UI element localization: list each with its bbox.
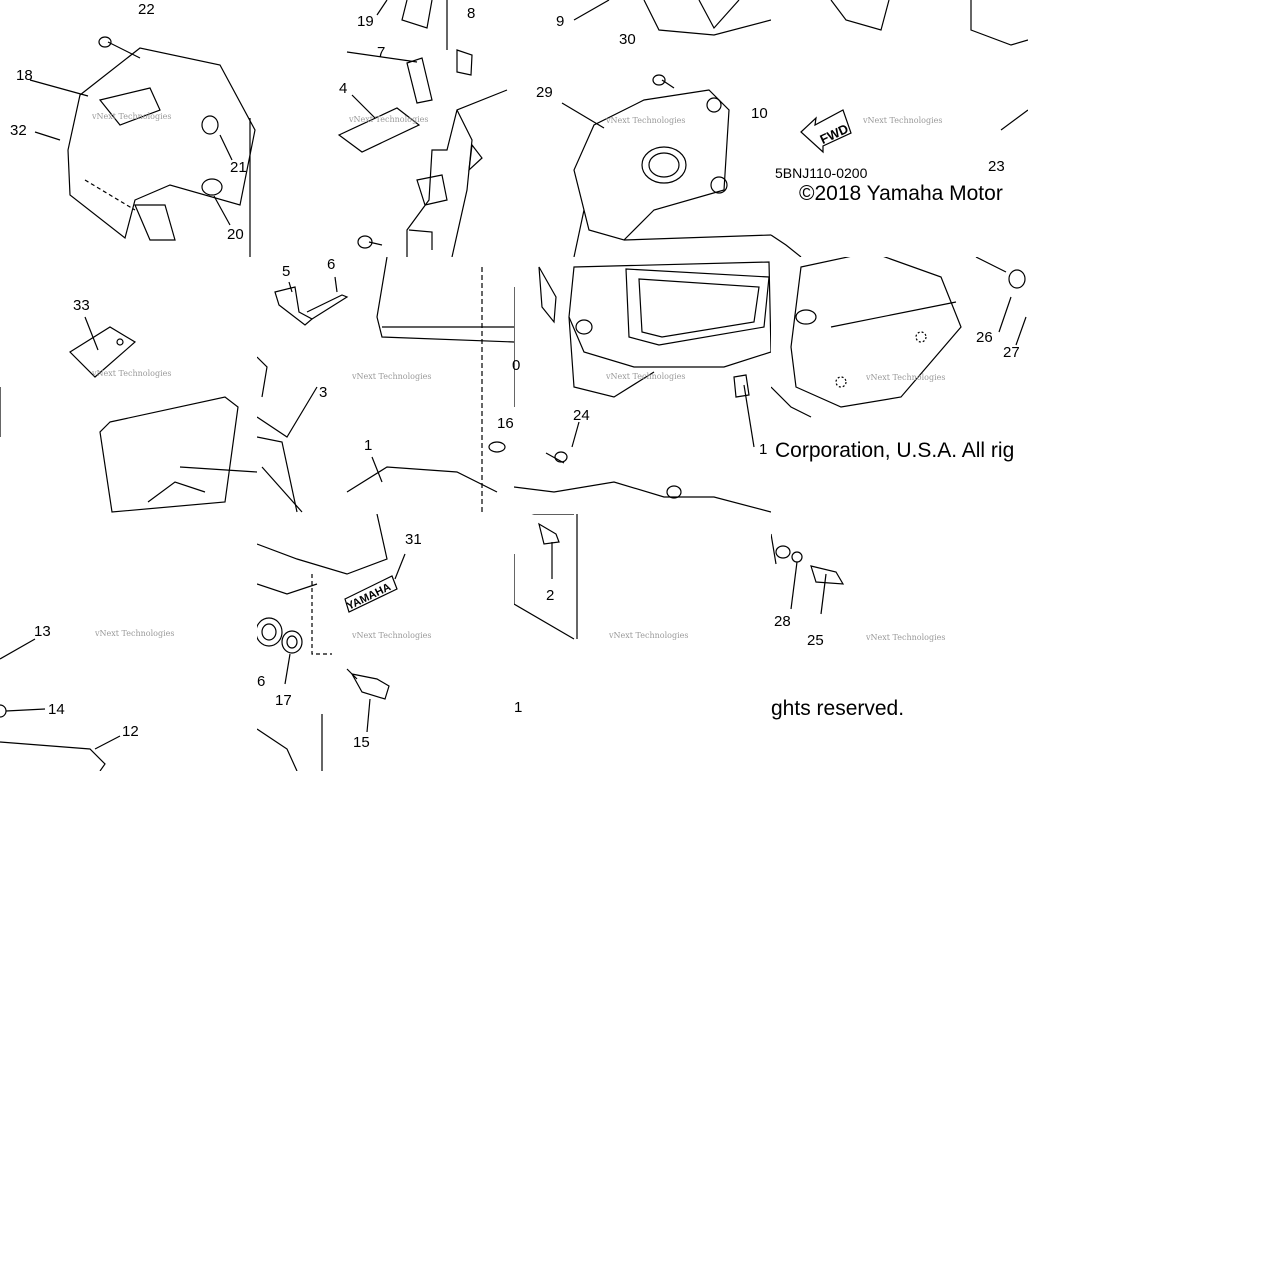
callout-16: 16	[497, 415, 514, 432]
callout-partial: 6	[257, 673, 265, 690]
callout-13: 13	[34, 623, 51, 640]
callout-partial: 1	[759, 441, 768, 458]
diagram-tile-r3c3: 2 1 vNext Technologies	[514, 514, 771, 771]
diagram-tile-r3c1: 13 14 12 vNext Technologies	[0, 514, 257, 771]
diagram-tile-r1c2: 19 8 7 4 vNext Technologies	[257, 0, 514, 257]
callout-partial: 0	[512, 357, 521, 374]
fwd-arrow-icon: FWD	[801, 110, 851, 152]
diagram-tile-r1c3: 9 30 29 10 vNext Technologies	[514, 0, 771, 257]
callout-6: 6	[327, 257, 335, 273]
watermark: vNext Technologies	[91, 112, 171, 121]
watermark: vNext Technologies	[351, 631, 431, 640]
callout-22: 22	[138, 1, 155, 18]
watermark: vNext Technologies	[862, 116, 942, 125]
callout-24: 24	[573, 407, 590, 424]
callout-21: 21	[230, 159, 247, 176]
callout-5: 5	[282, 263, 290, 280]
diagram-tile-r3c2: YAMAHA 31 17 15 6 vNext Technologies	[257, 514, 514, 771]
diagram-tile-r2c4: 26 27 vNext Technologies	[771, 257, 1028, 514]
callout-4: 4	[339, 80, 347, 97]
diagram-tile-r1c1: 22 18 32 21 20 vNext Technologies	[0, 0, 257, 257]
callout-1: 1	[364, 437, 372, 454]
callout-15: 15	[353, 734, 370, 751]
watermark: vNext Technologies	[865, 633, 945, 642]
watermark: vNext Technologies	[94, 629, 174, 638]
diagram-tile-r2c3: 24 vNext Technologies	[514, 257, 771, 514]
watermark: vNext Technologies	[608, 631, 688, 640]
callout-29: 29	[536, 84, 553, 101]
callout-7: 7	[377, 44, 385, 61]
watermark: vNext Technologies	[351, 372, 431, 381]
diagram-tile-r1c4: FWD 23 vNext Technologies	[771, 0, 1028, 257]
diagram-tile-r2c2: 5 6 3 1 16 vNext Technologies	[257, 257, 514, 514]
callout-26: 26	[976, 329, 993, 346]
callout-31: 31	[405, 531, 422, 548]
watermark: vNext Technologies	[348, 115, 428, 124]
callout-12: 12	[122, 723, 139, 740]
callout-9: 9	[556, 13, 564, 30]
diagram-tile-r3c4: 28 25 vNext Technologies	[771, 514, 1028, 771]
watermark: vNext Technologies	[605, 372, 685, 381]
callout-partial: 1	[514, 699, 522, 716]
callout-17: 17	[275, 692, 292, 709]
watermark: vNext Technologies	[91, 369, 171, 378]
callout-27: 27	[1003, 344, 1020, 361]
yamaha-emblem: YAMAHA	[345, 576, 397, 613]
callout-3: 3	[319, 384, 327, 401]
watermark: vNext Technologies	[865, 373, 945, 382]
callout-23: 23	[988, 158, 1005, 175]
part-code-label: 5BNJ110-0200	[775, 165, 868, 181]
callout-25: 25	[807, 632, 824, 649]
copyright-line-3: ghts reserved.	[771, 697, 905, 720]
watermark: vNext Technologies	[605, 116, 685, 125]
callout-30: 30	[619, 31, 636, 48]
callout-19: 19	[357, 13, 374, 30]
callout-20: 20	[227, 226, 244, 243]
copyright-line-1: ©2018 Yamaha Motor	[799, 182, 1003, 205]
callout-8: 8	[467, 5, 475, 22]
callout-18: 18	[16, 67, 33, 84]
svg-text:FWD: FWD	[818, 121, 851, 147]
copyright-line-2: Corporation, U.S.A. All rig	[775, 439, 1015, 462]
callout-28: 28	[774, 613, 791, 630]
diagram-tile-r2c1: 33 vNext Technologies	[0, 257, 257, 514]
callout-32: 32	[10, 122, 27, 139]
svg-text:YAMAHA: YAMAHA	[345, 581, 393, 613]
callout-14: 14	[48, 701, 65, 718]
callout-33: 33	[73, 297, 90, 314]
callout-10: 10	[751, 105, 768, 122]
callout-2: 2	[546, 587, 554, 604]
